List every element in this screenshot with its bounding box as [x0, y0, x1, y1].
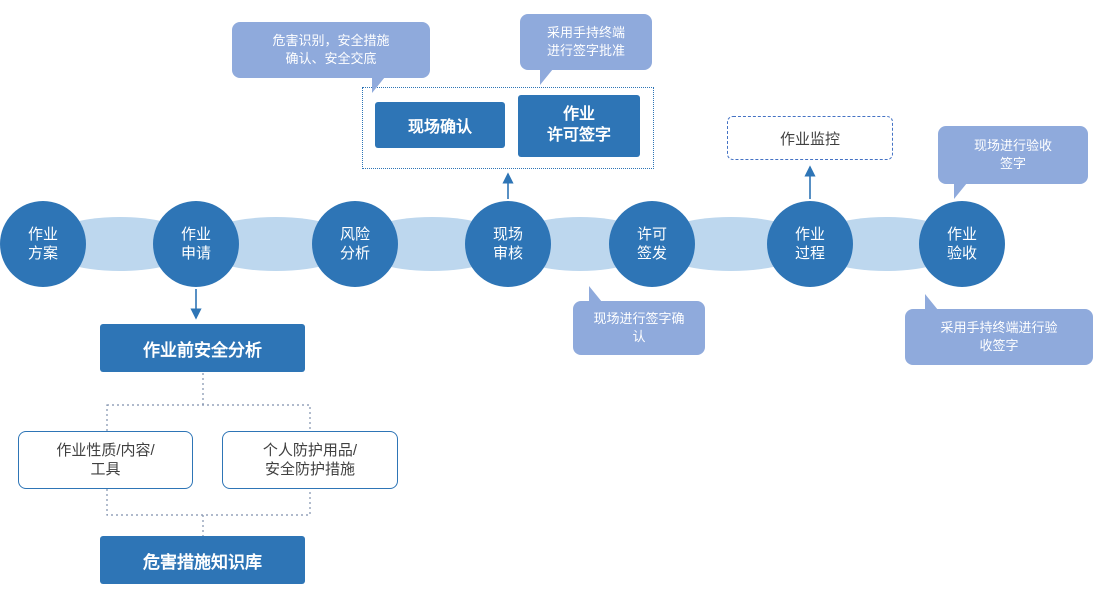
step-work-acceptance: 作业 验收: [919, 201, 1005, 287]
step-permit-issuance: 许可 签发: [609, 201, 695, 287]
confirmation-group-frame: [362, 87, 654, 169]
permit-sign-box: 作业 许可签字: [518, 95, 640, 157]
hazard-knowledge-base-box: 危害措施知识库: [100, 536, 305, 584]
hazard-callout-text: 危害识别，安全措施 确认、安全交底: [272, 33, 390, 66]
hazard-callout: 危害识别，安全措施 确认、安全交底: [232, 22, 430, 93]
ppe-protection-box: 个人防护用品/ 安全防护措施: [222, 431, 398, 489]
handheld-sign-callout: 采用手持终端 进行签字批准: [520, 14, 652, 85]
dotted-connectors: [106, 373, 311, 536]
work-monitor-box: 作业监控: [727, 116, 893, 160]
site-accept-sign-callout-text: 现场进行验收 签字: [973, 138, 1052, 171]
step-risk-analysis: 风险 分析: [312, 201, 398, 287]
handheld-sign-callout-text: 采用手持终端 进行签字批准: [546, 25, 625, 58]
callout-tail: [372, 77, 385, 93]
site-confirm-box: 现场确认: [375, 102, 505, 148]
callout-tail: [925, 294, 938, 310]
site-confirm-sign-callout-text: 现场进行签字确 认: [593, 311, 685, 344]
step-work-process: 作业 过程: [767, 201, 853, 287]
connector-arrows: [190, 165, 816, 320]
step-site-review: 现场 审核: [465, 201, 551, 287]
pre-work-safety-analysis-box: 作业前安全分析: [100, 324, 305, 372]
callout-tail: [540, 69, 553, 85]
handheld-accept-sign-callout-text: 采用手持终端进行验 收签字: [940, 320, 1058, 353]
handheld-accept-sign-callout: 采用手持终端进行验 收签字: [905, 294, 1093, 365]
callout-tail: [589, 286, 602, 302]
work-nature-tools-box: 作业性质/内容/ 工具: [18, 431, 193, 489]
site-confirm-sign-callout: 现场进行签字确 认: [573, 286, 705, 355]
step-work-request: 作业 申请: [153, 201, 239, 287]
step-work-plan: 作业 方案: [0, 201, 86, 287]
site-accept-sign-callout: 现场进行验收 签字: [938, 126, 1088, 199]
callout-tail: [954, 183, 967, 199]
